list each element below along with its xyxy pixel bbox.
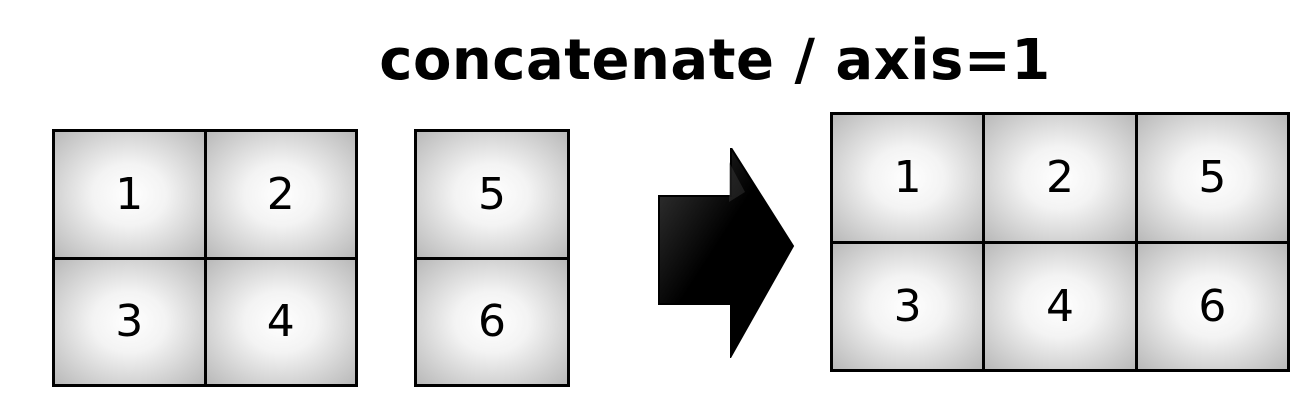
matrix-cell: 4	[985, 243, 1135, 369]
matrix-cell: 1	[833, 115, 983, 241]
right-arrow-icon	[658, 148, 795, 358]
input-matrix-right: 5 6	[414, 129, 570, 387]
matrix-cell: 6	[1137, 243, 1287, 369]
matrix-cell: 2	[206, 132, 355, 257]
matrix-cell: 2	[985, 115, 1135, 241]
result-matrix: 1 2 5 3 4 6	[830, 112, 1290, 372]
matrix-cell: 6	[417, 259, 567, 384]
matrix-cell: 1	[55, 132, 204, 257]
diagram-title: concatenate / axis=1	[379, 28, 1051, 93]
matrix-cell: 5	[417, 132, 567, 257]
input-matrix-left: 1 2 3 4	[52, 129, 358, 387]
matrix-cell: 4	[206, 259, 355, 384]
matrix-cell: 3	[833, 243, 983, 369]
matrix-cell: 5	[1137, 115, 1287, 241]
matrix-cell: 3	[55, 259, 204, 384]
